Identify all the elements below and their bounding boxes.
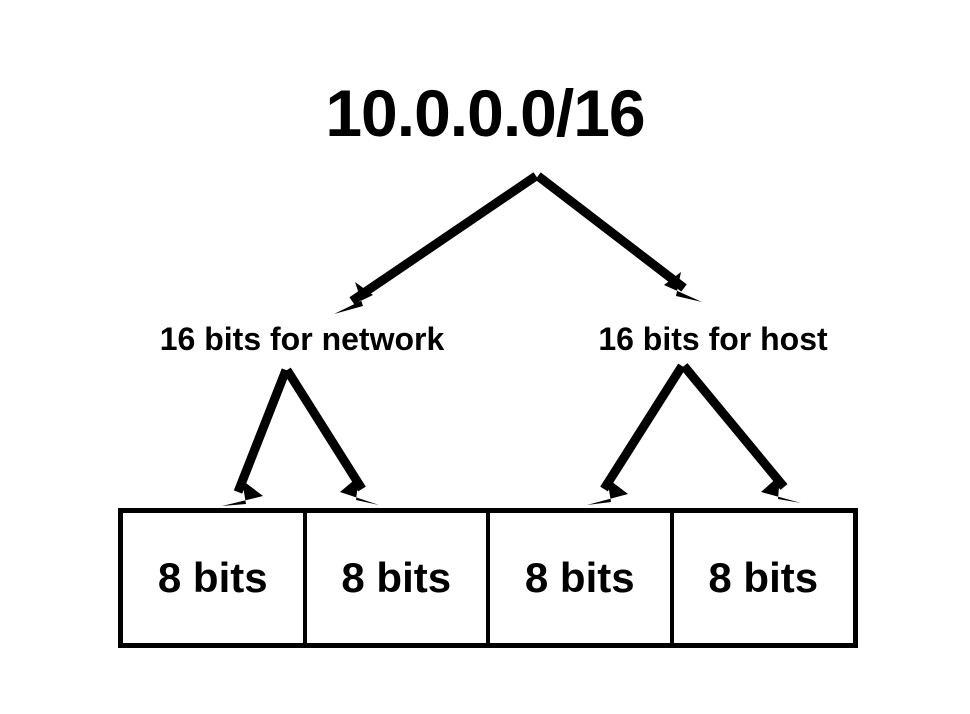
octet-label-4: 8 bits bbox=[708, 554, 819, 601]
octet-strip: 8 bits 8 bits 8 bits 8 bits bbox=[118, 508, 858, 648]
page-title: 10.0.0.0/16 bbox=[325, 76, 645, 150]
arrow-network-to-octet-1 bbox=[222, 368, 291, 506]
arrow-title-to-host bbox=[535, 172, 702, 302]
branch-label-host: 16 bits for host bbox=[598, 321, 828, 357]
arrow-host-to-octet-4 bbox=[680, 363, 801, 503]
arrow-host-to-octet-3 bbox=[587, 363, 686, 505]
branch-label-network: 16 bits for network bbox=[159, 321, 445, 357]
octet-cell-2: 8 bits bbox=[306, 513, 490, 643]
arrow-network-to-octet-2 bbox=[283, 367, 379, 505]
octet-cell-1: 8 bits bbox=[123, 513, 307, 643]
octet-cell-4: 8 bits bbox=[673, 513, 853, 643]
octet-cell-3: 8 bits bbox=[490, 513, 674, 643]
octet-label-1: 8 bits bbox=[157, 554, 268, 601]
octet-label-3: 8 bits bbox=[524, 554, 635, 601]
octet-label-2: 8 bits bbox=[341, 554, 452, 601]
arrow-title-to-network bbox=[334, 172, 539, 314]
